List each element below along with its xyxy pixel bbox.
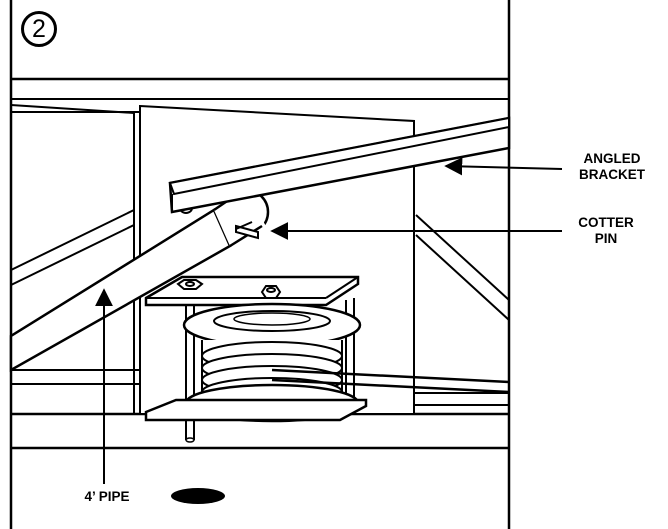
label-pipe: 4’ PIPE [84,489,130,504]
diagonal-braces [10,104,510,321]
frame-rails [11,77,509,450]
label-angled-bracket-line1: ANGLED [583,151,641,166]
label-angled-bracket: ANGLED BRACKET [562,151,662,183]
step-number-badge: 2 [21,11,57,47]
label-angled-bracket-line2: BRACKET [579,167,645,182]
step-number: 2 [32,15,46,43]
label-cotter-pin-line1: COTTER [578,215,634,230]
leader-lines [95,157,563,484]
winch-cable [271,368,510,394]
cotter-pin [235,221,259,240]
panel-frame [9,0,511,529]
hex-nut-right [260,285,282,299]
leader-angled-bracket [444,157,563,176]
winch-bottom-plate [144,398,368,422]
hex-nut-left [176,279,204,290]
angled-bracket [168,116,511,214]
label-cotter-pin: COTTER PIN [556,215,656,247]
floor-hole [171,488,225,504]
label-cotter-pin-line2: PIN [594,231,618,246]
winch-top-plate [144,275,360,307]
